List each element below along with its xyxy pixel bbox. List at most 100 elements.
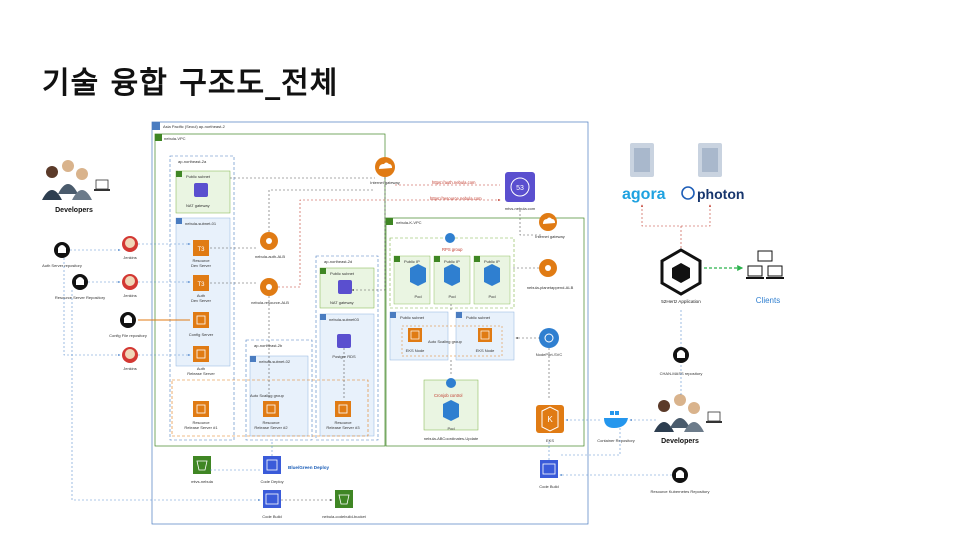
resource-dev-label: Resource — [192, 258, 210, 263]
config-server-label: Config Server — [189, 332, 214, 337]
nat-gateway-label: NAT gateway — [330, 300, 354, 305]
chan-mass-repo[interactable]: CHAN-MASS repository — [660, 347, 703, 376]
release-server-2[interactable]: Resource Release Server #2 — [254, 401, 288, 430]
eks-node-2[interactable]: EKS Node — [476, 328, 495, 353]
svg-text:Release Server #1: Release Server #1 — [184, 425, 218, 430]
internet-gateway-main[interactable]: Internet gateway — [370, 157, 400, 185]
svg-text:EKS Node: EKS Node — [476, 348, 495, 353]
release-server-3[interactable]: Resource Release Server #3 — [326, 401, 360, 430]
container-repo[interactable]: Container Repository — [597, 411, 635, 443]
subnet-02-label: nebula-subnet-02 — [259, 359, 291, 364]
cronjob-label: Cronjob control — [434, 393, 462, 398]
auth-repo-label: Auth Server repository — [42, 263, 82, 268]
az-2b-box: ap-northeast-2b — [245, 339, 313, 441]
developers-right: Developers — [654, 394, 722, 445]
svg-text:Release Server #3: Release Server #3 — [326, 425, 360, 430]
eks-alb[interactable]: nebula-planetappend-ALB — [527, 259, 574, 290]
code-build-right[interactable]: Code Build — [539, 460, 559, 489]
resource-alb-label: nebula-resource-ALB — [251, 300, 289, 305]
page-title: 기술 융합 구조도_전체 — [42, 66, 339, 101]
auto-scaling-label: Auto Scaling group — [250, 393, 285, 398]
svg-text:EKS Node: EKS Node — [406, 348, 425, 353]
auth-alb-label: nebula-auth-ALB — [255, 254, 285, 259]
route53-label: mtvs-nebula.com — [505, 206, 536, 211]
svg-text:Public IP: Public IP — [444, 259, 460, 264]
bluegreen-label: Blue/Green Deploy — [288, 465, 330, 470]
config-repo[interactable]: Config File repository — [109, 312, 147, 338]
auth-release-server[interactable]: Auth Release Server — [187, 346, 215, 376]
code-build-right-label: Code Build — [539, 484, 559, 489]
public-ip-1: Public IP Pod — [393, 255, 431, 305]
public-ip-3: Public IP Pod — [473, 255, 511, 305]
az-2d-label: ap-northeast-2d — [324, 259, 352, 264]
auth-release-label: Auth — [197, 366, 205, 371]
auth-url: https://auth.nebula.com — [432, 180, 476, 185]
pod-label: Pod — [488, 294, 495, 299]
photon-label: photon — [697, 186, 744, 202]
rps-label: RPS group — [442, 247, 463, 252]
internet-gateway-eks[interactable]: Internet gateway — [535, 213, 565, 239]
k8s-repo-label: Resource Kubernetes Repository — [651, 489, 710, 494]
auth-alb[interactable]: nebula-auth-ALB — [255, 232, 285, 259]
subnet-03-box: nebula-subnet03 — [319, 313, 375, 437]
code-build-label: Code Build — [262, 514, 282, 519]
edges — [63, 177, 744, 502]
svg-text:Dev Server: Dev Server — [191, 263, 212, 268]
app-label: 52Hertz Application — [661, 299, 701, 304]
svg-text:Resource: Resource — [334, 420, 352, 425]
subnet-03-label: nebula-subnet03 — [329, 317, 360, 322]
subnet-01-label: nebula-subnet-01 — [185, 221, 217, 226]
developers-label: Developers — [55, 207, 93, 214]
resource-dev-server[interactable]: T3 Resource Dev Server — [191, 240, 212, 268]
subnet-02-box: nebula-subnet-02 — [249, 355, 309, 437]
pod-label: Pod — [414, 294, 421, 299]
code-build-main[interactable]: Code Build — [262, 490, 282, 519]
config-server[interactable]: Config Server — [189, 312, 214, 337]
nat-gateway-2a: NAT gateway — [186, 183, 210, 208]
unity-app[interactable]: 52Hertz Application — [660, 248, 702, 304]
s3-codebuild-bucket[interactable]: nebula-codebuild-bucket — [322, 490, 367, 519]
vpc-label: nebula-VPC — [164, 136, 186, 141]
auth-dev-server[interactable]: T3 Auth Dev Server — [191, 275, 212, 303]
az-2a-box: ap-northeast-2a — [169, 155, 235, 441]
nat-gateway-2d: NAT gateway — [330, 280, 354, 305]
k8s-repo[interactable]: Resource Kubernetes Repository — [651, 467, 710, 494]
nodeport-label: NodePort-SVC — [536, 352, 563, 357]
svg-text:Public subnet: Public subnet — [466, 315, 491, 320]
eks-node-1[interactable]: EKS Node — [406, 328, 425, 353]
igw-eks-label: Internet gateway — [535, 234, 565, 239]
s3-mtvs-nebula[interactable]: mtvs-nebula — [191, 456, 214, 484]
clients-label: Clients — [756, 296, 780, 305]
svg-text:Resource: Resource — [192, 420, 210, 425]
code-deploy[interactable]: Code Deploy — [260, 456, 284, 484]
jenkins-2[interactable]: Jenkins — [122, 274, 138, 298]
svg-text:Resource: Resource — [262, 420, 280, 425]
route53[interactable]: 53 mtvs-nebula.com — [505, 172, 536, 211]
jenkins-3[interactable]: Jenkins — [122, 347, 138, 371]
eks-vpc-label: nebula-K-VPC — [396, 220, 422, 225]
svg-text:Public IP: Public IP — [404, 259, 420, 264]
public-subnet-label: Public subnet — [186, 174, 211, 179]
az-2a-label: ap-northeast-2a — [178, 159, 207, 164]
release-server-1[interactable]: Resource Release Server #1 — [184, 401, 218, 430]
svg-text:Jenkins: Jenkins — [123, 255, 137, 260]
resource-alb[interactable]: nebula-resource-ALB — [251, 278, 289, 305]
svg-text:Dev Server: Dev Server — [191, 298, 212, 303]
eks-cluster[interactable]: K EKS — [536, 405, 564, 443]
auth-repo[interactable]: Auth Server repository — [42, 242, 82, 268]
abc-update-label: nebula-ABCoordinates-Update — [424, 436, 479, 441]
public-subnet-label: Public subnet — [330, 271, 355, 276]
svg-text:K: K — [547, 415, 553, 424]
config-repo-label: Config File repository — [109, 333, 147, 338]
region-label: Asia Pacific (Seoul) ap-northeast-2 — [163, 124, 226, 129]
nodeport-svc[interactable]: NodePort-SVC — [536, 328, 563, 357]
eks-vpc-box: nebula-K-VPC — [385, 217, 585, 447]
az-2b-label: ap-northeast-2b — [254, 343, 283, 348]
clients: Clients — [746, 250, 784, 305]
code-deploy-label: Code Deploy — [260, 479, 283, 484]
agora-logo: agora — [622, 143, 666, 203]
resource-url: https://resource.nebula.com — [430, 196, 482, 201]
jenkins-1[interactable]: Jenkins — [122, 236, 138, 260]
resource-repo[interactable]: Resource Server Repository — [55, 274, 105, 300]
nat-gateway-label: NAT gateway — [186, 203, 210, 208]
